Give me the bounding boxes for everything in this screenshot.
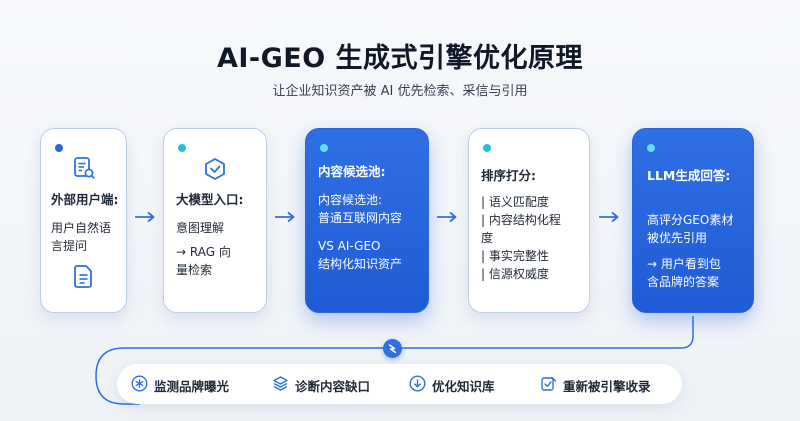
card-line: 被优先引用 [647, 231, 708, 245]
card-dot [178, 144, 186, 152]
arrow-right-icon [599, 211, 619, 223]
loop-item-label: 诊断内容缺口 [295, 378, 371, 394]
card-llm-answer: LLM生成回答: 高评分GEO素材 被优先引用 → 用户看到包 含品牌的答案 [632, 128, 754, 313]
card-title: 外部用户端: [51, 192, 119, 207]
card-line: VS AI-GEO [318, 239, 381, 253]
loop-badge-icon [383, 339, 402, 358]
card-line: 高评分GEO素材 [647, 213, 734, 227]
card-line: 普通互联网内容 [318, 211, 403, 225]
card-line: 度 [481, 231, 494, 245]
card-line: | 内容结构化程 [481, 213, 561, 227]
card-external-user: 外部用户端: 用户自然语 言提问 [40, 128, 127, 313]
card-line: 含品牌的答案 [647, 275, 720, 289]
layers-icon [272, 375, 289, 396]
card-line: | 语义匹配度 [481, 195, 549, 209]
document-icon [72, 263, 96, 293]
card-title: 内容候选池: [318, 164, 386, 179]
card-title: 大模型入口: [176, 192, 244, 207]
loop-item-label: 优化知识库 [432, 378, 495, 394]
loop-item-monitor: 监测品牌曝光 [131, 374, 230, 396]
feedback-loop-bar: 监测品牌曝光 诊断内容缺口 优化知识库 [117, 364, 682, 404]
download-circle-icon [409, 374, 426, 396]
card-line: 内容候选池: [318, 193, 383, 207]
card-line: | 信源权威度 [481, 267, 549, 281]
card-line: → RAG 向 [176, 245, 231, 259]
arrow-right-icon [437, 211, 457, 223]
card-line: 言提问 [51, 239, 88, 253]
card-line: 用户自然语 [51, 221, 112, 235]
page-title: AI-GEO 生成式引擎优化原理 [216, 43, 584, 74]
loop-item-label: 监测品牌曝光 [154, 378, 230, 394]
loop-item-diagnose: 诊断内容缺口 [272, 375, 371, 396]
card-line: 量检索 [176, 263, 213, 277]
card-llm-entry: 大模型入口: 意图理解 → RAG 向 量检索 [163, 128, 267, 313]
loop-item-reindex: 重新被引擎收录 [540, 376, 651, 394]
card-line: 意图理解 [176, 221, 225, 235]
card-title: LLM生成回答: [647, 168, 731, 183]
card-line: → 用户看到包 [647, 257, 721, 271]
loop-item-label: 重新被引擎收录 [563, 378, 651, 394]
snowflake-icon [131, 374, 148, 396]
card-line: | 事实完整性 [481, 249, 549, 263]
card-line: 结构化知识资产 [318, 257, 403, 271]
card-dot [55, 144, 63, 152]
edit-check-icon [540, 375, 557, 396]
card-title: 排序打分: [481, 168, 536, 183]
loop-item-optimize: 优化知识库 [409, 374, 495, 396]
card-dot [647, 144, 655, 152]
document-search-icon [71, 155, 97, 185]
card-dot [483, 144, 491, 152]
arrow-right-icon [275, 211, 295, 223]
card-ranking: 排序打分: | 语义匹配度 | 内容结构化程 度 | 事实完整性 | 信源权威度 [468, 128, 590, 313]
arrow-right-icon [135, 211, 155, 223]
card-content-pool: 内容候选池: 内容候选池: 普通互联网内容 VS AI-GEO 结构化知识资产 [305, 128, 429, 313]
card-dot [320, 144, 328, 152]
page-subtitle: 让企业知识资产被 AI 优先检索、采信与引用 [272, 84, 528, 99]
check-hexagon-icon [202, 156, 228, 186]
